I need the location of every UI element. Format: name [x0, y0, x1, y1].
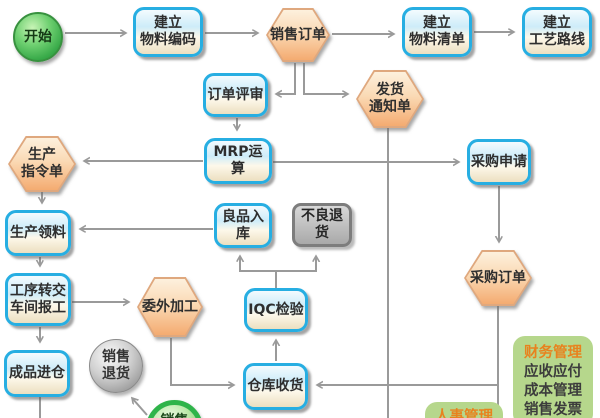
node-create-routing: 建立 工艺路线 [522, 7, 592, 57]
finance-panel-item: 应收应付 [524, 364, 582, 380]
node-label: 销售订单 [270, 26, 326, 43]
node-production-order: 生产 指令单 [8, 136, 76, 192]
node-defect-return: 不良退货 [292, 203, 352, 247]
finance-panel: 财务管理 应收应付 成本管理 销售发票 [513, 336, 593, 418]
finance-panel-item: 成本管理 [524, 383, 582, 399]
node-warehouse-receipt: 仓库收货 [243, 363, 308, 410]
hr-panel-title: 人事管理 [435, 409, 493, 418]
node-good-inbound: 良品入库 [214, 203, 272, 248]
node-create-bom: 建立 物料清单 [402, 7, 472, 57]
connector-sales-order-to-delivery-notice [303, 63, 348, 94]
node-outsourcing: 委外加工 [137, 277, 203, 337]
node-mrp: MRP运算 [204, 138, 272, 184]
node-label: 发货 通知单 [369, 82, 411, 115]
finance-panel-title: 财务管理 [524, 345, 582, 361]
node-sales-order: 销售订单 [266, 8, 330, 62]
node-finished-goods-in: 成品进仓 [4, 350, 70, 397]
connector-sales-to-sales-return [132, 398, 148, 416]
node-label: 采购订单 [470, 269, 526, 286]
node-iqc: IQC检验 [244, 288, 308, 332]
hr-panel: 人事管理 [425, 402, 503, 418]
node-label: 生产 指令单 [21, 147, 63, 180]
node-production-picking: 生产领料 [5, 210, 71, 256]
node-start: 开始 [13, 12, 63, 62]
node-purchase-request: 采购申请 [467, 139, 531, 185]
node-purchase-order: 采购订单 [464, 250, 532, 306]
node-delivery-notice: 发货 通知单 [356, 70, 424, 128]
connector-sales-order-to-order-review [276, 63, 296, 94]
finance-panel-item: 销售发票 [524, 402, 582, 418]
node-create-item-code: 建立 物料编码 [133, 7, 203, 57]
node-process-report: 工序转交 车间报工 [5, 273, 71, 326]
connector-outsourcing-to-warehouse [170, 338, 234, 385]
node-label: 委外加工 [142, 298, 198, 315]
node-sales-return: 销售 退货 [89, 339, 143, 393]
node-order-review: 订单评审 [203, 73, 268, 117]
